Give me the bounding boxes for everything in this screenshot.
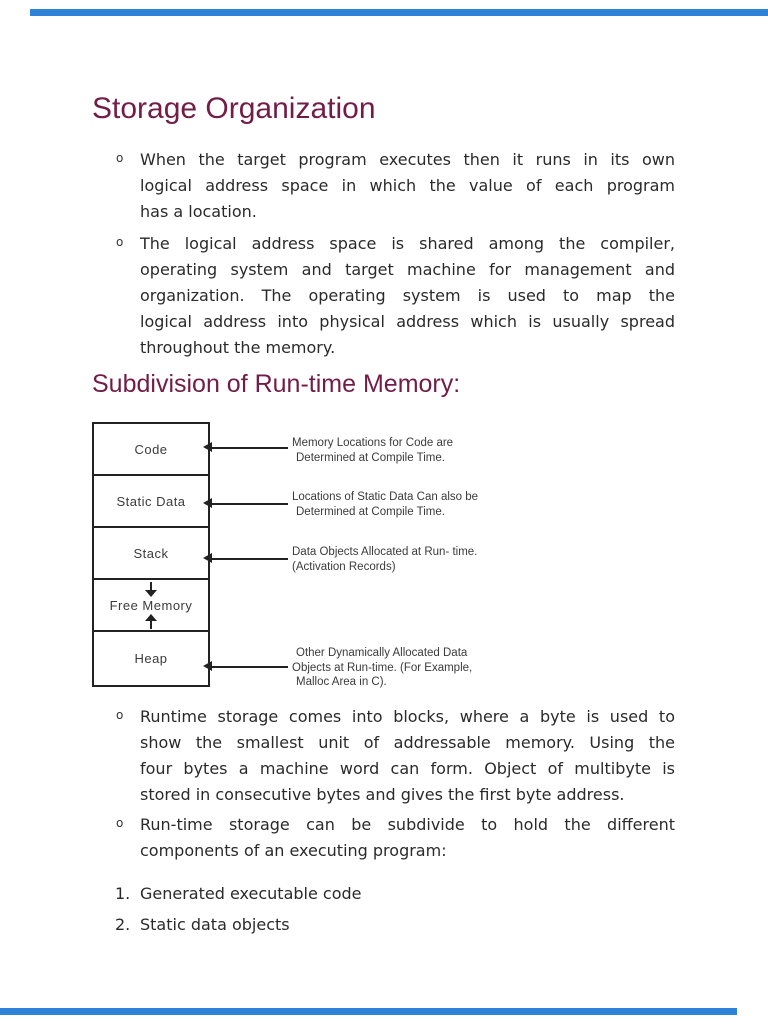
- memory-box-stack: Stack: [94, 528, 208, 580]
- paragraph-line: components of an executing program:: [140, 841, 447, 860]
- memory-box-free-memory: Free Memory: [94, 580, 208, 632]
- memory-box-static-data: Static Data: [94, 476, 208, 528]
- list-item-number: 2.: [115, 915, 131, 934]
- section-heading: Subdivision of Run-time Memory:: [92, 370, 461, 398]
- list-item: 2. Static data objects: [115, 912, 290, 938]
- bullet-marker: o: [116, 708, 124, 722]
- memory-box-label: Code: [134, 441, 168, 457]
- memory-box-label: Free Memory: [109, 598, 193, 613]
- paragraph-line: organization. The operating system is us…: [140, 286, 675, 305]
- paragraph-line: throughout the memory.: [140, 338, 336, 357]
- bullet-marker: o: [116, 235, 124, 249]
- annotation-line: Other Dynamically Allocated Data: [296, 647, 468, 659]
- paragraph-line: logical address space in which the value…: [140, 176, 675, 195]
- annotation-line: Malloc Area in C).: [296, 676, 387, 688]
- list-item: 1. Generated executable code: [115, 881, 361, 907]
- list-item-number: 1.: [115, 884, 131, 903]
- memory-stack-diagram: Code Static Data Stack Free Memory Heap: [92, 422, 210, 687]
- memory-box-heap: Heap: [94, 632, 208, 685]
- memory-box-code: Code: [94, 424, 208, 476]
- bullet-paragraph: o Runtime storage comes into blocks, whe…: [116, 704, 675, 808]
- list-item-text: Static data objects: [140, 915, 290, 934]
- page-divider-bar-bottom: [0, 1008, 737, 1015]
- memory-box-label: Heap: [134, 651, 168, 666]
- annotation-line: (Activation Records): [292, 560, 396, 573]
- annotation-line: Locations of Static Data Can also be: [292, 491, 479, 503]
- paragraph-line: When the target program executes then it…: [140, 150, 675, 169]
- page-title: Storage Organization: [92, 92, 376, 125]
- annotation-line: Objects at Run-time. (For Example,: [292, 661, 473, 674]
- left-arrow-icon: [203, 443, 288, 451]
- paragraph-line: The logical address space is shared amon…: [140, 234, 675, 253]
- bullet-marker: o: [116, 816, 124, 830]
- bullet-marker: o: [116, 151, 124, 165]
- down-arrow-icon: [144, 582, 158, 597]
- annotation-heap: Other Dynamically Allocated Data Objects…: [292, 646, 472, 690]
- annotation-stack: Data Objects Allocated at Run- time. (Ac…: [292, 545, 477, 574]
- bullet-paragraph: o Run-time storage can be subdivide to h…: [116, 812, 675, 864]
- paragraph-line: has a location.: [140, 202, 257, 221]
- page-divider-bar-top: [30, 9, 768, 16]
- annotation-line: Memory Locations for Code are: [292, 437, 454, 449]
- left-arrow-icon: [203, 499, 288, 507]
- paragraph-line: logical address into physical address wh…: [140, 312, 675, 331]
- list-item-text: Generated executable code: [140, 884, 362, 903]
- annotation-static-data: Locations of Static Data Can also be Det…: [292, 490, 478, 519]
- annotation-line: Determined at Compile Time.: [296, 451, 445, 464]
- annotation-line: Determined at Compile Time.: [296, 505, 445, 518]
- paragraph-line: four bytes a machine word can form. Obje…: [140, 759, 675, 778]
- annotation-code: Memory Locations for Code are Determined…: [292, 436, 453, 465]
- paragraph-line: Runtime storage comes into blocks, where…: [140, 707, 675, 726]
- annotation-line: Data Objects Allocated at Run- time.: [292, 546, 478, 558]
- paragraph-line: show the smallest unit of addressable me…: [140, 733, 675, 752]
- up-arrow-icon: [144, 614, 158, 629]
- bullet-paragraph: o When the target program executes then …: [116, 147, 675, 225]
- paragraph-line: stored in consecutive bytes and gives th…: [140, 785, 625, 804]
- left-arrow-icon: [203, 662, 288, 670]
- memory-box-label: Stack: [133, 545, 169, 561]
- paragraph-line: operating system and target machine for …: [140, 260, 675, 279]
- left-arrow-icon: [203, 554, 288, 562]
- memory-box-label: Static Data: [116, 493, 186, 509]
- paragraph-line: Run-time storage can be subdivide to hol…: [140, 815, 675, 834]
- bullet-paragraph: o The logical address space is shared am…: [116, 231, 675, 361]
